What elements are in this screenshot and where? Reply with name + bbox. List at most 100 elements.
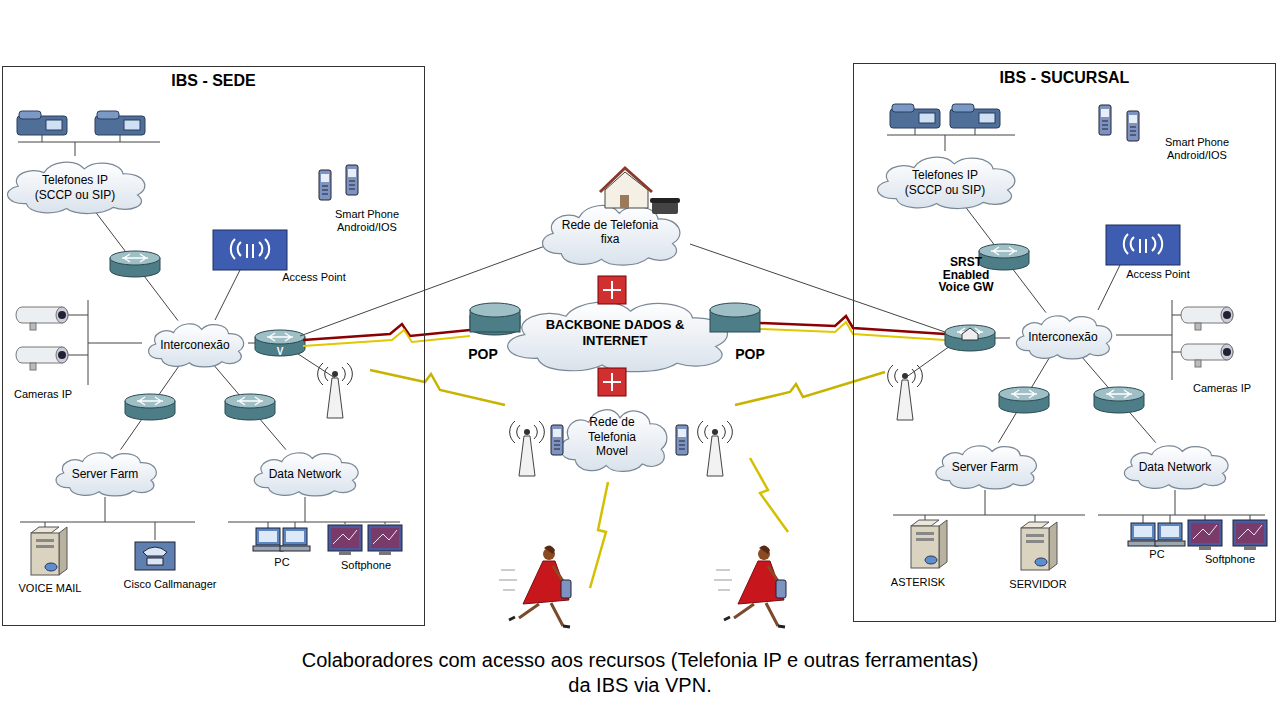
cloud-label: Interconexão [1028,325,1097,344]
router [979,244,1029,270]
pc [253,528,283,551]
icon-label: Cisco Callmanager [110,578,230,591]
house [600,168,652,208]
softphone [368,525,402,555]
sucursal-wiring [887,128,1265,523]
router [225,394,275,420]
cloud-label: Data Network [1139,455,1212,474]
icon-label: SRST Enabled Voice GW [938,256,994,294]
router [999,387,1049,413]
sede-wiring [18,135,400,540]
pc [1128,523,1158,546]
network-cloud: Interconexão [1007,309,1119,361]
router [125,394,175,420]
network-link [121,365,180,449]
network-cloud: Rede de Telefonia fixa [529,196,690,268]
server [31,527,67,575]
ip-camera [16,307,68,330]
network-cloud: Data Network [244,446,366,498]
router [110,251,160,277]
icon-label: PC [1137,548,1177,561]
icon-label: Cameras IP [1182,382,1262,395]
fixed-phone [650,198,680,214]
server [911,520,947,568]
wan-links [300,244,945,588]
server [1021,522,1057,570]
icon-label: Softphone [326,559,406,572]
mobile-worker [499,545,571,627]
cloud-label: BACKBONE DADOS & INTERNET [535,317,695,348]
smartphone [346,165,358,195]
smartphone [319,170,331,200]
callmanager [135,542,175,570]
site-title: IBS - SUCURSAL [854,64,1275,87]
icon-label: POP [458,346,508,363]
ip-camera [1181,307,1233,330]
cloud-label: Server Farm [72,462,139,481]
antenna [510,421,545,476]
access-point [213,230,287,270]
antenna [318,363,353,418]
network-cloud: Server Farm [926,439,1044,491]
icon-label: Smart Phone Android/IOS [1147,136,1247,162]
cloud-label: Telefones IP (SCCP ou SIP) [895,163,995,197]
smartphone [676,425,688,455]
softphone [1233,520,1267,550]
softphone [1188,520,1222,550]
mobile-worker [714,545,786,627]
cloud-label: Server Farm [952,455,1019,474]
access-point [1106,225,1180,265]
network-link [1082,357,1155,442]
smartphone [551,425,563,455]
switch [598,368,626,396]
icon-label: PC [262,556,302,569]
icon-label: Access Point [1108,268,1208,281]
cloud-label: Interconexão [160,333,229,352]
smartphone [1099,105,1111,135]
smartphone [1127,111,1139,141]
pop-router [710,303,760,317]
gateway-mark [962,328,978,340]
ip-phone [17,111,67,135]
network-cloud: Interconexão [139,317,251,369]
ip-phone [890,104,940,128]
site-title: IBS - SEDE [3,67,424,90]
icon-label: POP [725,346,775,363]
ip-camera [16,347,68,370]
icon-label: VOICE MAIL [5,582,95,595]
icon-label: Smart Phone Android/IOS [317,208,417,234]
ip-camera [1181,344,1233,367]
antenna [888,365,923,420]
icon-label: Cameras IP [3,388,83,401]
network-cloud: Rede de Telefonia Movel [550,400,675,474]
network-link [95,212,178,321]
icon-label: Softphone [1190,553,1270,566]
pop-router [710,310,760,332]
pop-router [470,310,520,332]
icon-label: SERVIDOR [998,578,1078,591]
pc [1155,523,1185,546]
pc [280,528,310,551]
ip-phone [95,111,145,135]
cloud-label: Rede de Telefonia Movel [577,415,647,458]
switch [598,276,626,304]
caption: Colaboradores com acesso aos recursos (T… [300,648,980,698]
softphone [328,525,362,555]
icon-label: Access Point [264,271,364,284]
ip-phone [950,104,1000,128]
router [1094,387,1144,413]
srst-gateway [945,325,995,351]
pop-router [470,309,520,335]
icon-label: ASTERISK [878,576,958,589]
network-cloud: Telefones IP (SCCP ou SIP) [0,154,156,216]
network-cloud: BACKBONE DADOS & INTERNET [486,291,744,375]
network-cloud: Telefones IP (SCCP ou SIP) [864,149,1025,211]
cloud-label: Rede de Telefonia fixa [560,218,660,247]
network-link [998,357,1049,442]
network-link [214,365,286,449]
network-cloud: Server Farm [46,446,164,498]
pop-router [470,303,520,317]
site-box: IBS - SEDE Telefones IP (SCCP ou SIP) Inte… [2,66,425,626]
cloud-label: Telefones IP (SCCP ou SIP) [25,168,125,202]
antenna [698,421,733,476]
